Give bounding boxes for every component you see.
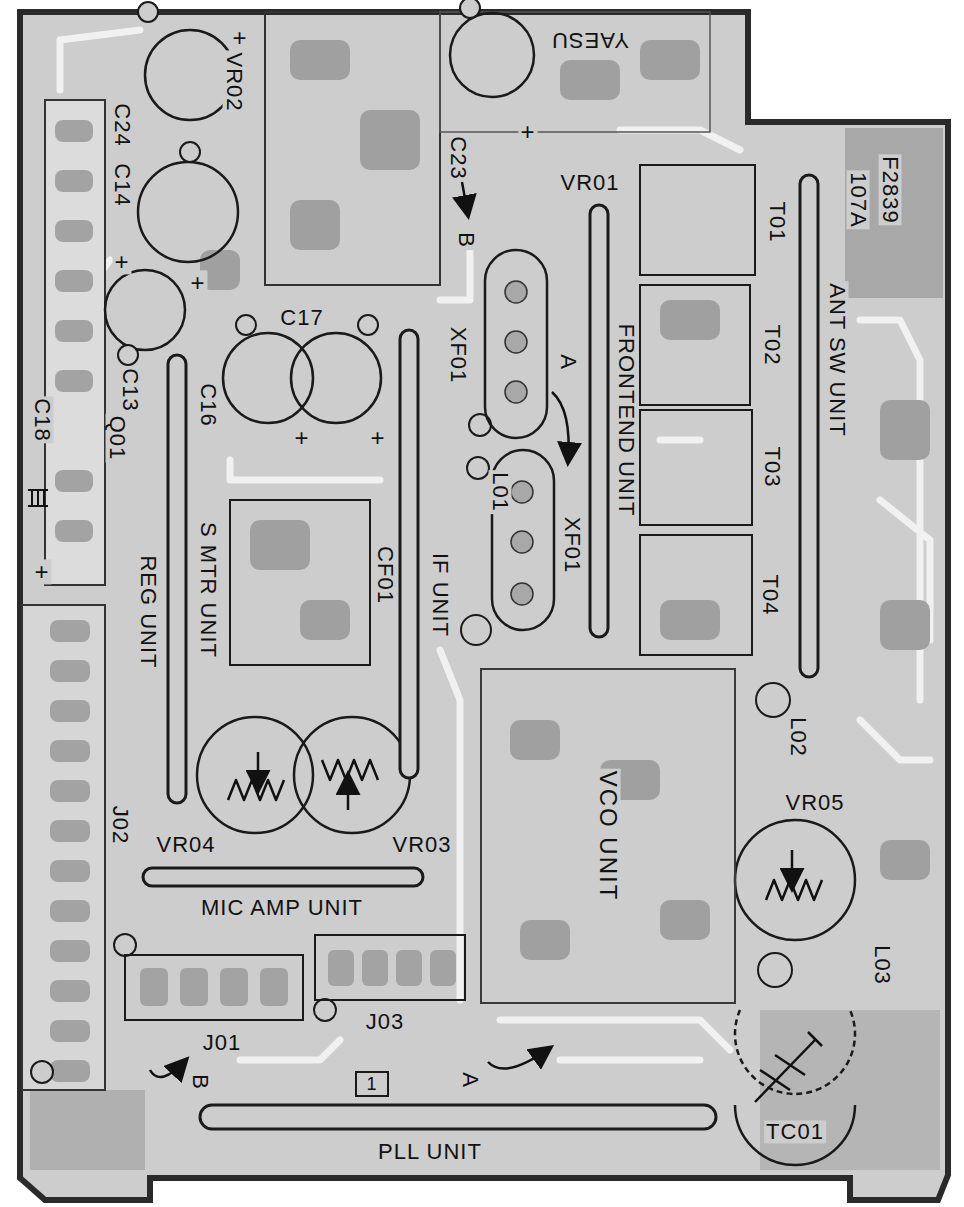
unit-name: PLL UNIT [376,1140,484,1163]
part-label: C17 [278,306,325,329]
part-label: C24 [110,101,133,148]
part-label: 1 [364,1075,379,1094]
polarity-mark: + [292,425,311,450]
part-label: C16 [196,381,219,428]
unit-name: VCO UNIT [595,769,620,904]
part-label: T02 [760,323,783,368]
unit-name: IF UNIT [428,551,451,639]
part-label: VR04 [154,833,217,856]
part-label: VR03 [390,833,453,856]
part-label: L03 [870,943,893,987]
part-label: VR02 [222,50,245,113]
part-label: A [458,1070,481,1090]
part-label: L02 [786,715,809,759]
polarity-mark: + [188,270,207,295]
unit-name: ANT SW UNIT [825,281,848,439]
part-label: J02 [108,804,131,846]
part-label: XF01 [560,515,583,576]
part-label: J03 [364,1010,406,1033]
part-label: C23 [446,134,469,181]
part-label: C13 [118,366,141,413]
unit-name: REG UNIT [136,553,159,670]
polarity-mark: + [518,119,537,144]
part-label: 107A [846,170,869,229]
part-label: T03 [760,445,783,490]
part-label: L01 [488,470,511,514]
part-label: T01 [765,200,788,245]
part-label: CF01 [373,544,396,606]
polarity-mark: + [368,425,387,450]
part-label: VR05 [783,791,846,814]
part-label: VR01 [558,171,621,194]
unit-name: MIC AMP UNIT [199,896,365,919]
part-label: A [556,352,579,372]
part-label: XF01 [446,325,469,386]
part-label: T04 [758,573,781,618]
polarity-mark: + [32,559,51,584]
part-label: C14 [110,161,133,208]
part-label: C18 [30,396,53,443]
unit-box: VCO UNIT [480,668,736,1004]
part-label: B [188,1072,211,1092]
polarity-mark: + [230,25,249,50]
part-label: F2839 [878,154,901,225]
unit-name: FRONTEND UNIT [614,322,637,519]
polarity-mark: + [112,249,131,274]
part-label: TC01 [764,1120,826,1143]
part-label: YAESU [549,28,631,51]
part-label: J01 [201,1031,243,1054]
unit-name: S MTR UNIT [196,520,219,660]
part-label: B [454,230,477,250]
part-label: Q01 [105,414,128,463]
